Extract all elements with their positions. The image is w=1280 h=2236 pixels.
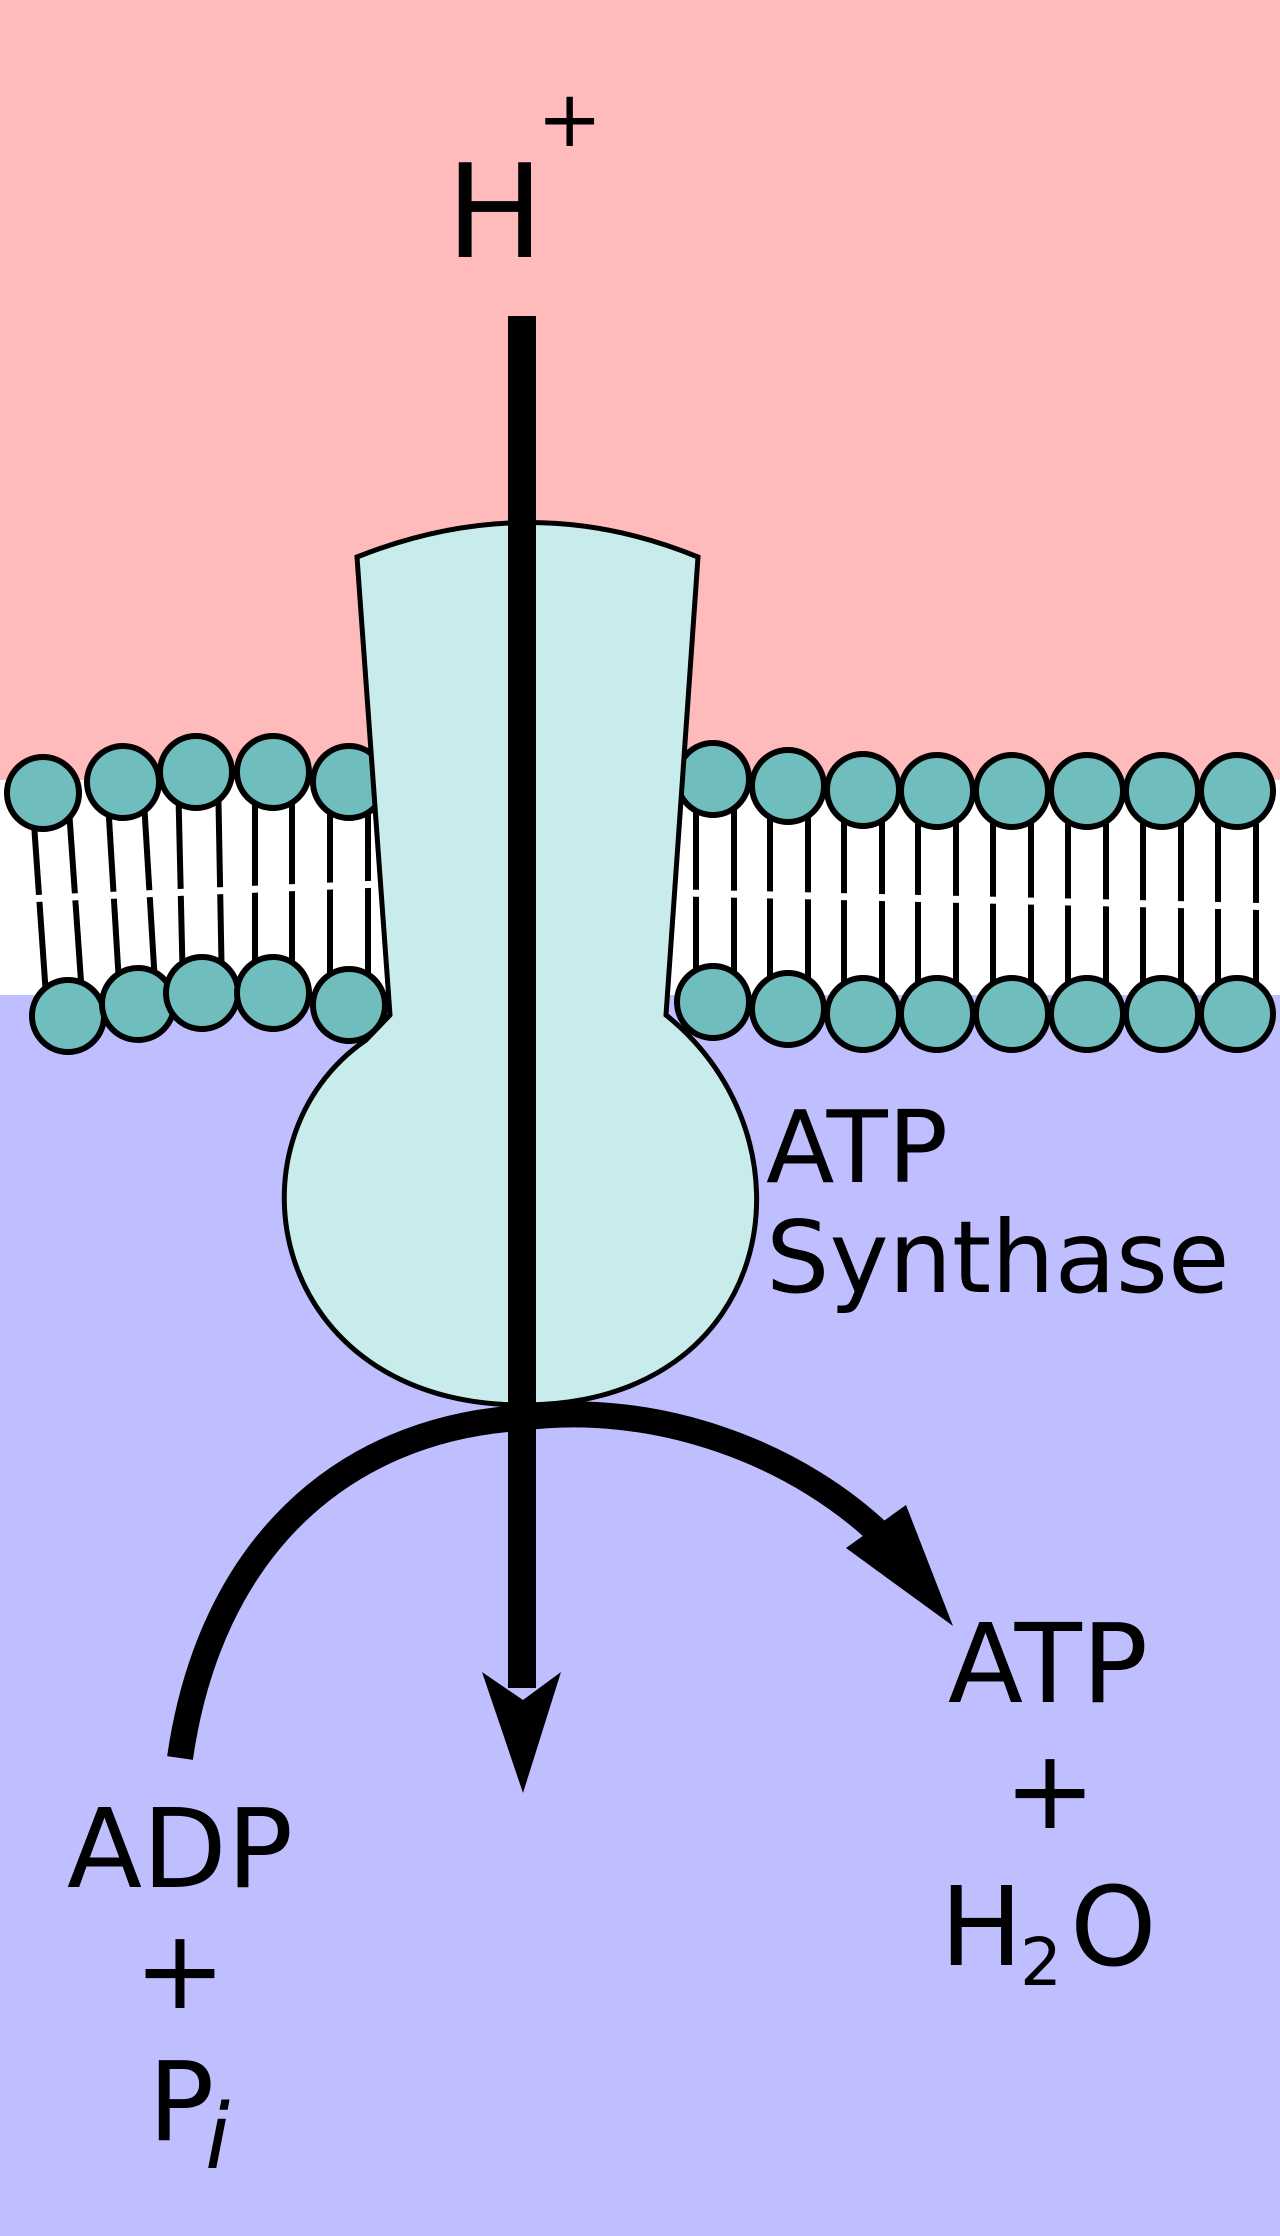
- products-label: ATP + H 2 O: [940, 1600, 1157, 2001]
- lipid-head-icon: [976, 755, 1048, 827]
- proton-label: H +: [446, 75, 602, 288]
- reaction-arrow-icon: [167, 1401, 953, 1760]
- lipid-head-icon: [827, 754, 899, 826]
- svg-text:ADP: ADP: [67, 1785, 293, 1913]
- svg-text:O: O: [1070, 1863, 1157, 1991]
- lipid-head-icon: [237, 957, 309, 1029]
- lipid-tail-breaks-right: [685, 889, 1280, 911]
- enzyme-label: ATP Synthase: [766, 1089, 1230, 1316]
- lipid-head-icon: [166, 957, 238, 1029]
- lipid-head-icon: [976, 978, 1048, 1050]
- svg-text:2: 2: [1020, 1924, 1062, 2001]
- lipid-head-icon: [87, 746, 159, 818]
- svg-text:Synthase: Synthase: [766, 1199, 1230, 1316]
- lipid-head-icon: [1051, 755, 1123, 827]
- lipid-head-icon: [901, 978, 973, 1050]
- svg-text:+: +: [537, 75, 602, 165]
- svg-text:+: +: [134, 1906, 226, 2034]
- lipid-head-icon: [901, 755, 973, 827]
- lipid-head-icon: [32, 980, 104, 1052]
- lipid-head-icon: [160, 736, 232, 808]
- lipid-head-icon: [677, 966, 749, 1038]
- svg-text:+: +: [1004, 1726, 1096, 1854]
- lipid-head-icon: [237, 736, 309, 808]
- lipid-head-icon: [677, 743, 749, 815]
- lipid-head-icon: [7, 757, 79, 829]
- lipid-tail-breaks-left: [0, 880, 381, 904]
- lipid-head-icon: [102, 968, 174, 1040]
- lipid-head-icon: [1201, 755, 1273, 827]
- lipid-head-icon: [827, 978, 899, 1050]
- svg-text:P: P: [148, 2038, 214, 2166]
- svg-text:i: i: [205, 2085, 230, 2190]
- lipid-head-icon: [752, 973, 824, 1045]
- proton-flow-arrow-icon: [482, 316, 561, 1793]
- svg-text:ATP: ATP: [948, 1600, 1148, 1728]
- svg-text:ATP: ATP: [766, 1089, 948, 1206]
- reactants-label: ADP + P i: [67, 1785, 293, 2190]
- lipid-head-icon: [752, 750, 824, 822]
- lipid-head-icon: [1126, 755, 1198, 827]
- svg-text:H: H: [446, 136, 544, 288]
- svg-text:H: H: [940, 1863, 1023, 1991]
- lipid-head-icon: [1201, 978, 1273, 1050]
- lipid-head-icon: [1126, 978, 1198, 1050]
- lipid-head-icon: [1051, 978, 1123, 1050]
